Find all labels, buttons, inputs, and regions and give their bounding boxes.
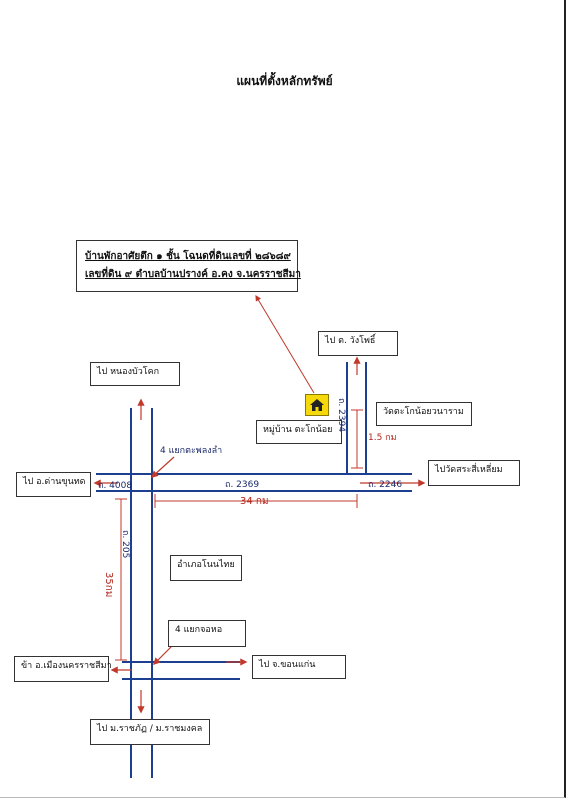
junction-4-label: 4 แยกตะพลงลำ bbox=[160, 446, 223, 456]
label-to-dan-khun-thot: ไป อ.ด่านขุนทด bbox=[16, 472, 91, 497]
road-2394 bbox=[346, 362, 367, 474]
page-title: แผนที่ตั้งหลักทรัพย์ bbox=[236, 74, 333, 88]
home-icon bbox=[305, 394, 329, 416]
distance-34-label: 34 กม bbox=[240, 496, 269, 507]
distance-lines bbox=[115, 409, 363, 661]
label-amphoe-non-thai: อำเภอโนนไทย bbox=[170, 555, 242, 581]
label-village: หมู่บ้าน ตะโกน้อย bbox=[256, 420, 342, 444]
label-junction-jor-hor: 4 แยกจอหอ bbox=[168, 620, 246, 647]
road-205 bbox=[130, 408, 153, 778]
distance-1-5-label: 1.5 กม bbox=[368, 433, 397, 443]
road-lower-cross bbox=[122, 661, 240, 680]
label-to-wang-pho: ไป ต. วังโพธิ์ bbox=[318, 331, 398, 356]
road-2369 bbox=[96, 473, 412, 492]
pointer-line bbox=[255, 294, 315, 394]
label-to-mueang-korat: ข้า อ.เมืองนครราชสีมา bbox=[14, 656, 112, 682]
property-line-1: บ้านพักอาศัยตึก ๑ ชั้น โฉนดที่ดินเลขที่ … bbox=[85, 251, 291, 262]
label-to-khon-kaen: ไป จ.ขอนแก่น bbox=[252, 655, 346, 679]
road-2369-label: ถ. 2369 bbox=[225, 480, 260, 490]
label-to-wat-sa-liam: ไปวัดสระสี่เหลี่ยม bbox=[428, 460, 520, 486]
road-205-label: ถ. 205 bbox=[120, 530, 130, 559]
road-2246-label: ถ. 2246 bbox=[368, 480, 403, 490]
road-4008-label: ถ. 4008 bbox=[98, 481, 133, 491]
property-description-box: บ้านพักอาศัยตึก ๑ ชั้น โฉนดที่ดินเลขที่ … bbox=[76, 240, 301, 292]
label-to-university: ไป ม.ราชภัฏ / ม.ราชมงคล bbox=[90, 719, 210, 745]
label-to-nong-bua-khok: ไป หนองบัวโคก bbox=[90, 362, 180, 386]
road-2394-label: ถ. 2394 bbox=[336, 398, 346, 433]
label-temple: วัดตะโกน้อยวนาราม bbox=[376, 402, 472, 426]
distance-35-label: 35กม bbox=[103, 572, 114, 598]
property-line-2: เลขที่ดิน ๙ ตำบลบ้านปรางค์ อ.คง จ.นครราช… bbox=[85, 269, 301, 280]
